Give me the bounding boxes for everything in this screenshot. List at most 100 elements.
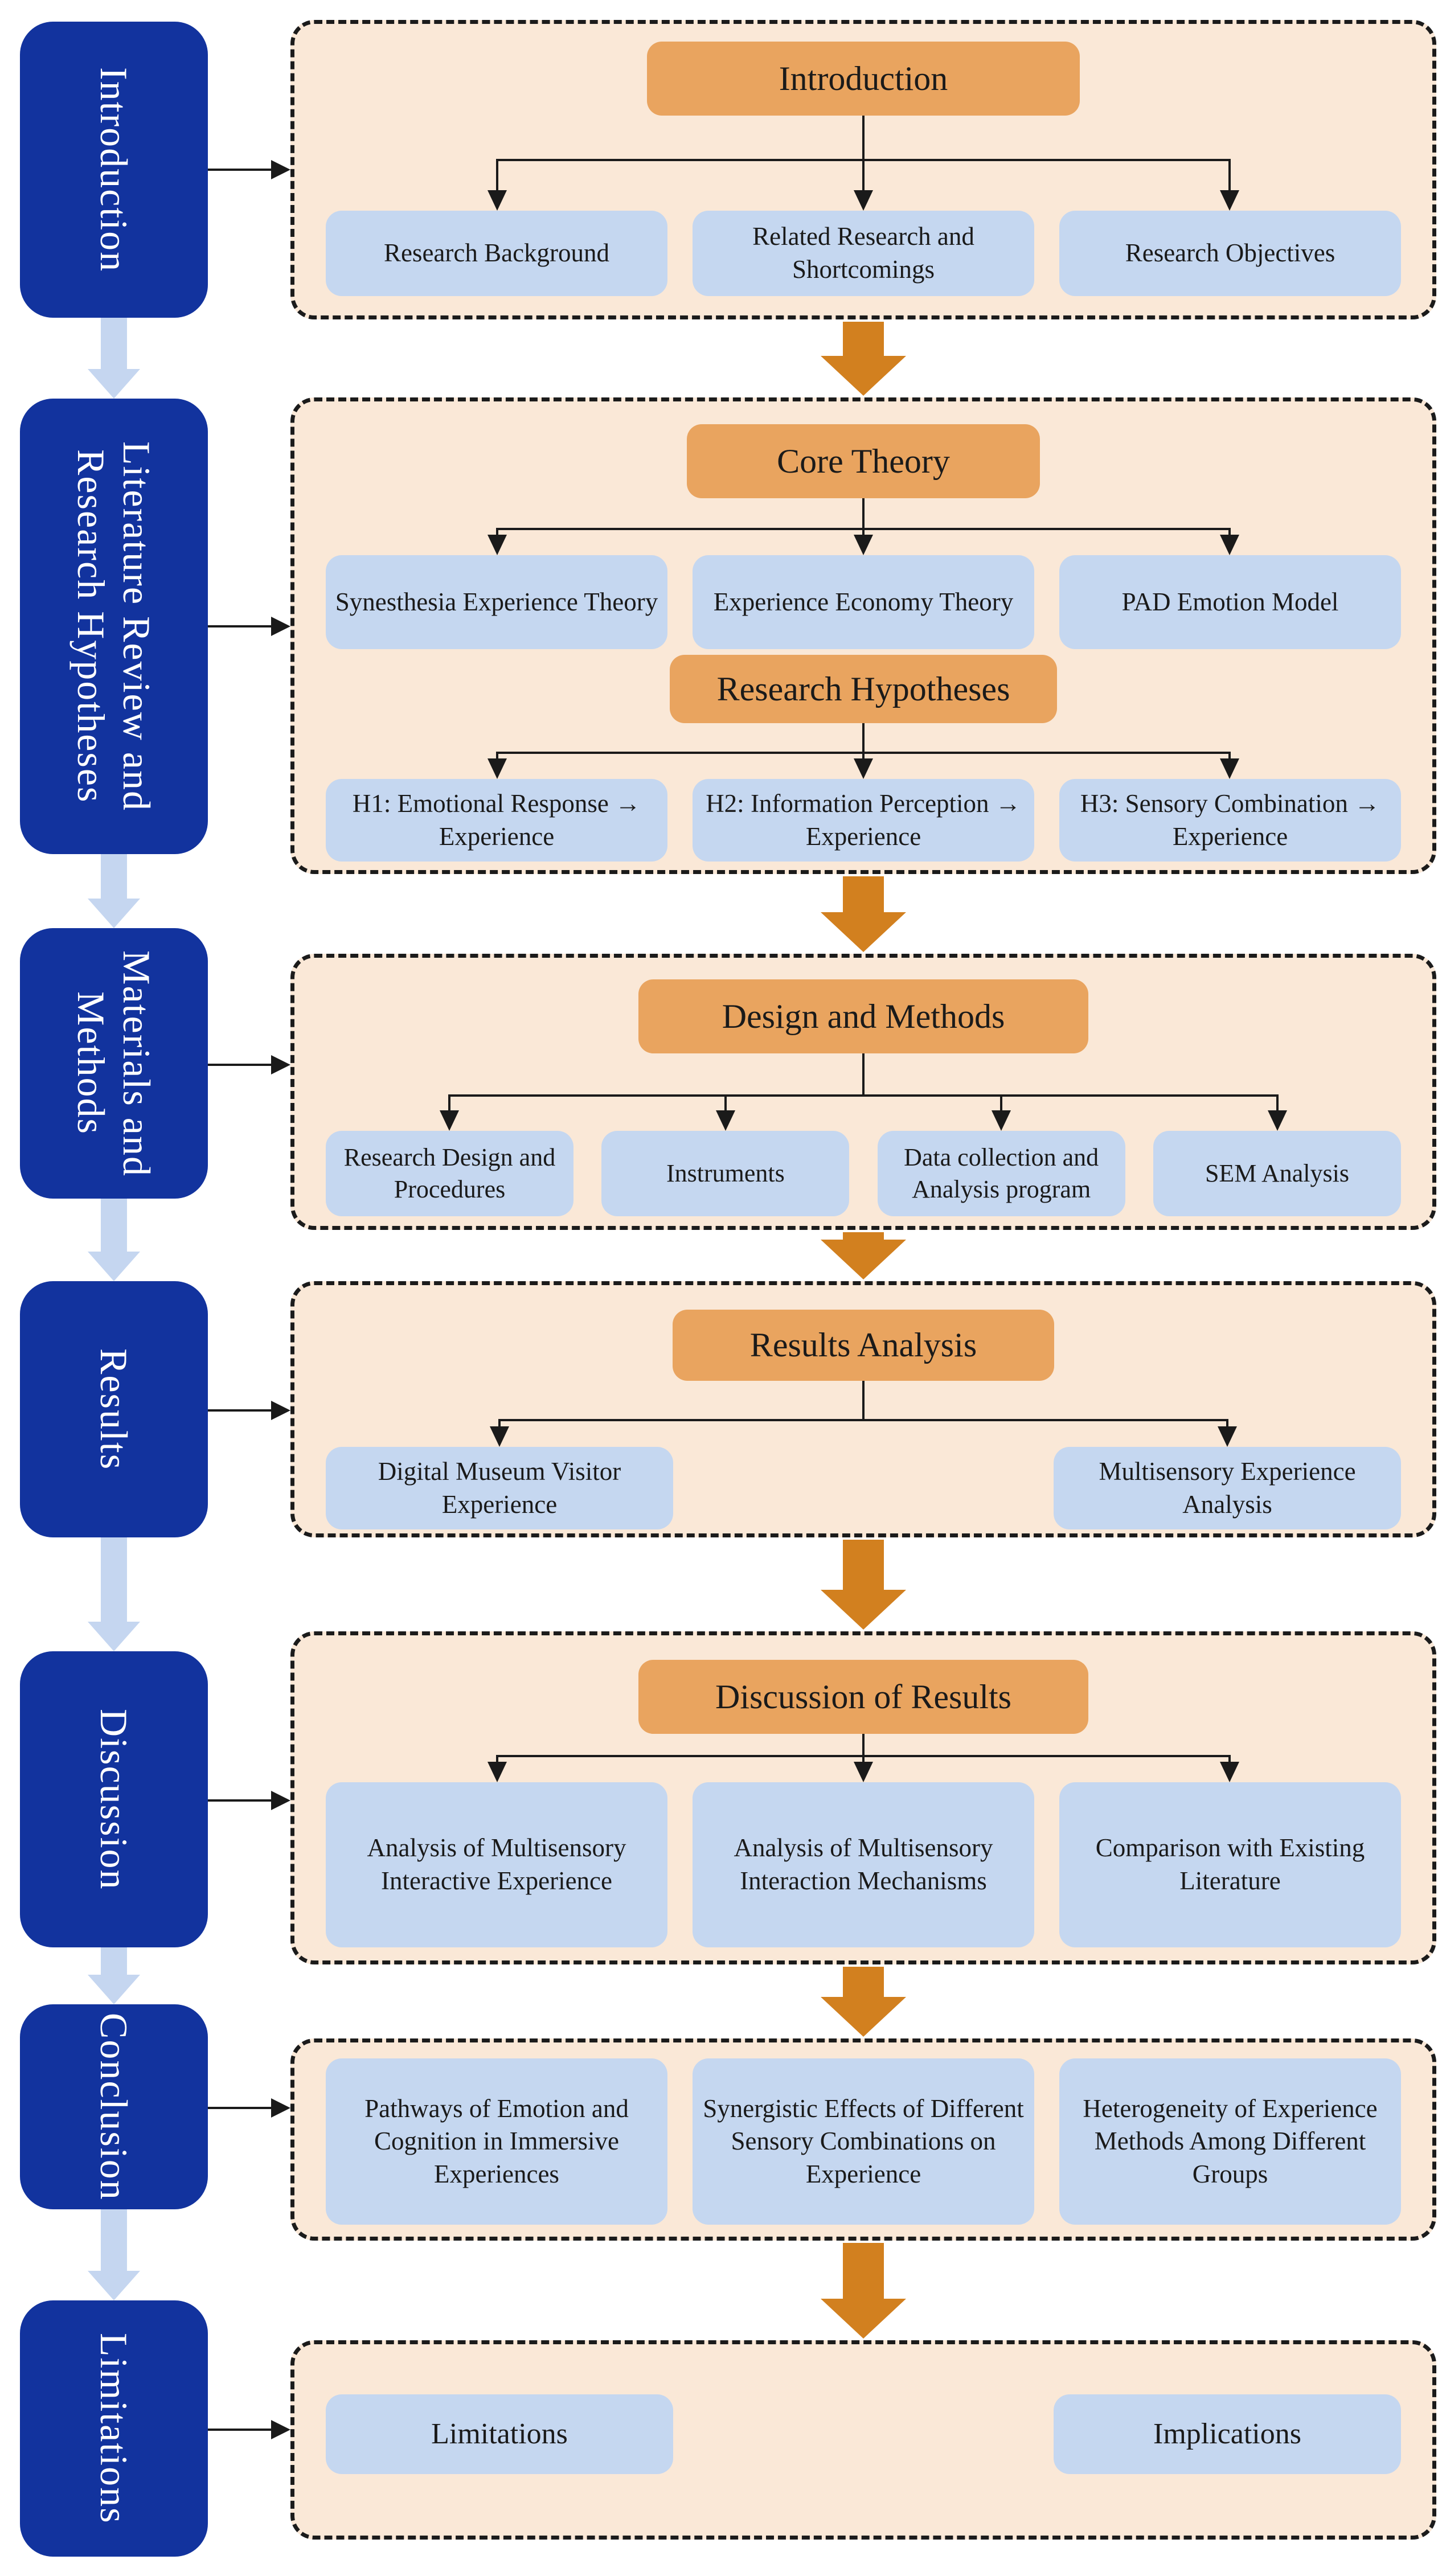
sidebar-item-results: Results [20,1281,208,1537]
sidebar-item-limitations: Limitations [20,2300,208,2557]
panel-discussion: Discussion of Results Analysis of Multis… [290,1631,1436,1964]
topic-box: Experience Economy Theory [693,555,1034,649]
hypothesis-box: H2: Information Perception → Experience [693,779,1034,862]
children-row: Pathways of Emotion and Cognition in Imm… [326,2058,1401,2225]
conclusion-box: Synergistic Effects of Different Sensory… [693,2058,1034,2225]
sidebar-label: Discussion [92,1708,136,1890]
right-arrow-icon [208,1401,290,1420]
connector-arrow [1226,1419,1229,1426]
down-arrow-icon [88,1947,140,2004]
section-header: Discussion of Results [638,1660,1088,1734]
section-header: Design and Methods [638,979,1088,1053]
connector-arrow [1276,1094,1279,1110]
topic-box: PAD Emotion Model [1059,555,1401,649]
section-header: Core Theory [687,424,1040,498]
right-arrow-icon [208,1055,290,1074]
sidebar-label: Literature Review and Research Hypothese… [69,441,159,811]
section-header: Results Analysis [673,1310,1054,1381]
section-header: Introduction [647,42,1080,116]
topic-box: Data collection and Analysis program [877,1131,1125,1216]
topic-box: Research Design and Procedures [326,1131,573,1216]
connector-arrow [495,159,498,190]
connector-line [499,1419,1228,1421]
topic-box: Digital Museum Visitor Experience [326,1447,673,1529]
sidebar-item-literature-review: Literature Review and Research Hypothese… [20,399,208,854]
flow-down-arrow-icon [821,1232,906,1279]
connector-arrow [1228,1755,1231,1762]
right-arrow-icon [208,617,290,636]
sidebar-label: Conclusion [92,2013,136,2201]
sidebar-label: Introduction [92,67,136,273]
topic-box: Limitations [326,2394,673,2474]
hypothesis-box: H1: Emotional Response → Experience [326,779,667,862]
right-arrow-icon [208,2420,290,2439]
connector-arrow [495,1755,498,1762]
conclusion-box: Heterogeneity of Experience Methods Amon… [1059,2058,1401,2225]
flow-down-arrow-icon [821,876,906,952]
connector-arrow [862,159,865,190]
connector-line [449,1094,1278,1097]
connector-arrow [1228,528,1231,535]
topic-box: Synesthesia Experience Theory [326,555,667,649]
children-row: Research Design and Procedures Instrumen… [326,1131,1401,1216]
topic-box: Comparison with Existing Literature [1059,1782,1401,1947]
children-row: Analysis of Multisensory Interactive Exp… [326,1782,1401,1947]
children-row: H1: Emotional Response → Experience H2: … [326,779,1401,862]
panel-limitations: Limitations Implications [290,2340,1436,2540]
connector-arrow [498,1419,501,1426]
connector-arrow [495,528,498,535]
connector-line [862,116,865,161]
flow-down-arrow-icon [821,1967,906,2037]
connector-line [862,498,865,530]
connector-arrow [999,1094,1002,1110]
connector-arrow [862,752,865,758]
sidebar-item-materials-methods: Materials and Methods [20,928,208,1199]
topic-box: SEM Analysis [1153,1131,1401,1216]
connector-line [862,1734,865,1757]
topic-box: Implications [1054,2394,1401,2474]
panel-results: Results Analysis Digital Museum Visitor … [290,1281,1436,1537]
connector-arrow [1228,752,1231,758]
topic-box: Analysis of Multisensory Interactive Exp… [326,1782,667,1947]
down-arrow-icon [88,318,140,399]
topic-box: Research Objectives [1059,211,1401,296]
sidebar-item-conclusion: Conclusion [20,2004,208,2209]
flow-down-arrow-icon [821,322,906,396]
children-row: Synesthesia Experience Theory Experience… [326,555,1401,649]
connector-arrow [1228,159,1231,190]
right-arrow-icon [208,1791,290,1810]
connector-arrow [724,1094,727,1110]
down-arrow-icon [88,2209,140,2300]
panel-introduction: Introduction Research Background Related… [290,20,1436,319]
down-arrow-icon [88,854,140,928]
topic-box: Related Research and Shortcomings [693,211,1034,296]
topic-box: Instruments [601,1131,850,1216]
right-arrow-icon [208,2098,290,2118]
panel-literature-review: Core Theory Synesthesia Experience Theor… [290,397,1436,874]
sidebar-item-introduction: Introduction [20,22,208,318]
sidebar-item-discussion: Discussion [20,1651,208,1947]
right-arrow-icon [208,160,290,179]
panel-materials-methods: Design and Methods Research Design and P… [290,954,1436,1230]
flow-down-arrow-icon [821,2243,906,2339]
hypothesis-box: H3: Sensory Combination → Experience [1059,779,1401,862]
children-row: Limitations Implications [326,2394,1401,2474]
panel-conclusion: Pathways of Emotion and Cognition in Imm… [290,2038,1436,2241]
sidebar-label: Results [92,1348,136,1471]
conclusion-box: Pathways of Emotion and Cognition in Imm… [326,2058,667,2225]
sidebar-label: Limitations [92,2333,136,2524]
connector-line [862,1381,865,1421]
connector-arrow [448,1094,450,1110]
flow-down-arrow-icon [821,1540,906,1630]
topic-box: Multisensory Experience Analysis [1054,1447,1401,1529]
connector-arrow [495,752,498,758]
connector-line [862,1053,865,1097]
connector-arrow [862,528,865,535]
children-row: Research Background Related Research and… [326,211,1401,296]
topic-box: Analysis of Multisensory Interaction Mec… [693,1782,1034,1947]
section-header: Research Hypotheses [670,655,1057,723]
down-arrow-icon [88,1537,140,1651]
connector-arrow [862,1755,865,1762]
topic-box: Research Background [326,211,667,296]
